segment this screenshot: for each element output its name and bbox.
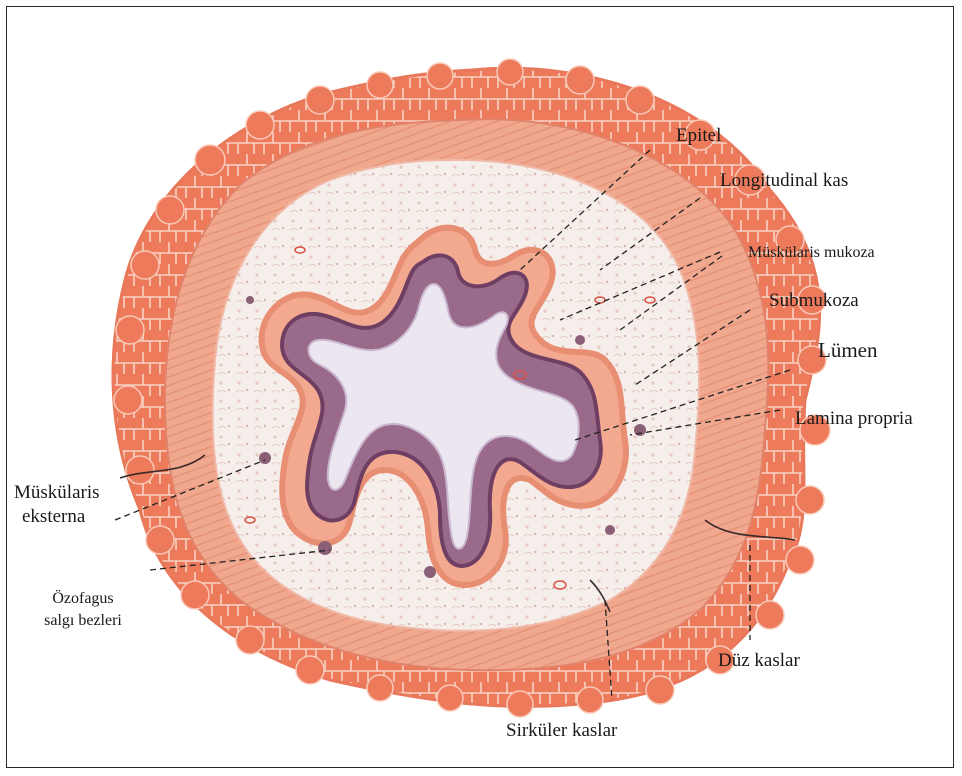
label-muskularis-mukoza: Müskülaris mukoza (748, 242, 875, 263)
label-lumen: Lümen (818, 340, 877, 361)
label-duz-kaslar: Düz kaslar (718, 650, 800, 671)
label-muskularis-eksterna-line1: Müskülaris (14, 482, 100, 503)
label-epitel: Epitel (676, 125, 721, 146)
label-ozofagus-line2: salgı bezleri (20, 610, 146, 631)
label-lamina-propria: Lamina propria (795, 408, 913, 429)
label-longitudinal-kas: Longitudinal kas (720, 170, 848, 191)
label-submukoza: Submukoza (769, 290, 859, 311)
label-sirkuler-kaslar: Sirküler kaslar (506, 720, 617, 741)
label-ozofagus-line1: Özofagus (28, 588, 138, 609)
label-muskularis-eksterna-line2: eksterna (22, 506, 85, 527)
